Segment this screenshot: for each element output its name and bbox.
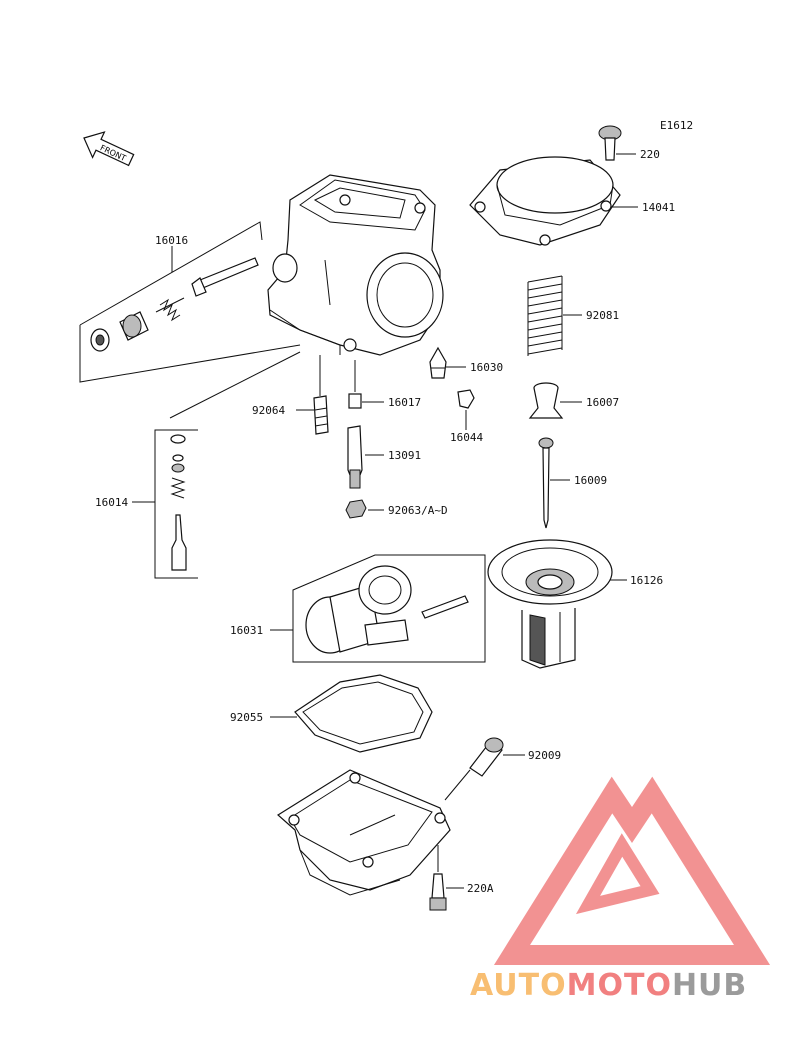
label-16126: 16126: [630, 574, 663, 587]
part-16126: 16126: [487, 539, 663, 669]
part-group-16031: 16031: [230, 554, 486, 663]
label-16016: 16016: [155, 234, 188, 247]
part-16009: 16009: [538, 437, 607, 529]
part-group-16016: 16016: [79, 221, 301, 383]
watermark-text: AUTOMOTOHUB: [470, 968, 747, 1003]
label-92064: 92064: [252, 404, 285, 417]
part-16017: 16017: [348, 360, 421, 409]
watermark-auto: AUTO: [470, 968, 567, 1003]
part-group-16014: 16014: [95, 351, 301, 579]
front-arrow-icon: FRONT: [83, 131, 135, 167]
label-16030: 16030: [470, 361, 503, 374]
part-16044: 16044: [450, 389, 483, 444]
watermark-hub: HUB: [672, 968, 747, 1003]
part-220: 220: [598, 125, 660, 161]
label-92081: 92081: [586, 309, 619, 322]
carburetor-body: [267, 174, 444, 356]
label-220: 220: [640, 148, 660, 161]
part-92064: 92064: [252, 355, 329, 435]
float-bowl: [276, 769, 451, 896]
diagram-code: E1612: [660, 119, 693, 132]
part-220A: 220A: [429, 845, 494, 911]
part-92081: 92081: [527, 275, 619, 356]
part-13091: 13091: [347, 425, 421, 489]
watermark-moto: MOTO: [567, 968, 672, 1003]
part-16007: 16007: [528, 382, 619, 419]
label-13091: 13091: [388, 449, 421, 462]
label-14041: 14041: [642, 201, 675, 214]
label-16014: 16014: [95, 496, 128, 509]
watermark-logo: AUTOMOTOHUB: [470, 776, 771, 1003]
label-16044: 16044: [450, 431, 483, 444]
part-16030: 16030: [429, 346, 503, 379]
label-16031: 16031: [230, 624, 263, 637]
label-220A: 220A: [467, 882, 494, 895]
label-92063: 92063/A~D: [388, 504, 448, 517]
label-92009: 92009: [528, 749, 561, 762]
label-92055: 92055: [230, 711, 263, 724]
part-92063: 92063/A~D: [345, 499, 448, 519]
label-16017: 16017: [388, 396, 421, 409]
label-16009: 16009: [574, 474, 607, 487]
part-92009: 92009: [444, 737, 561, 801]
watermark-triangle-icon: [493, 776, 771, 965]
label-16007: 16007: [586, 396, 619, 409]
part-92055: 92055: [230, 674, 433, 753]
part-14041: 14041: [469, 156, 675, 246]
